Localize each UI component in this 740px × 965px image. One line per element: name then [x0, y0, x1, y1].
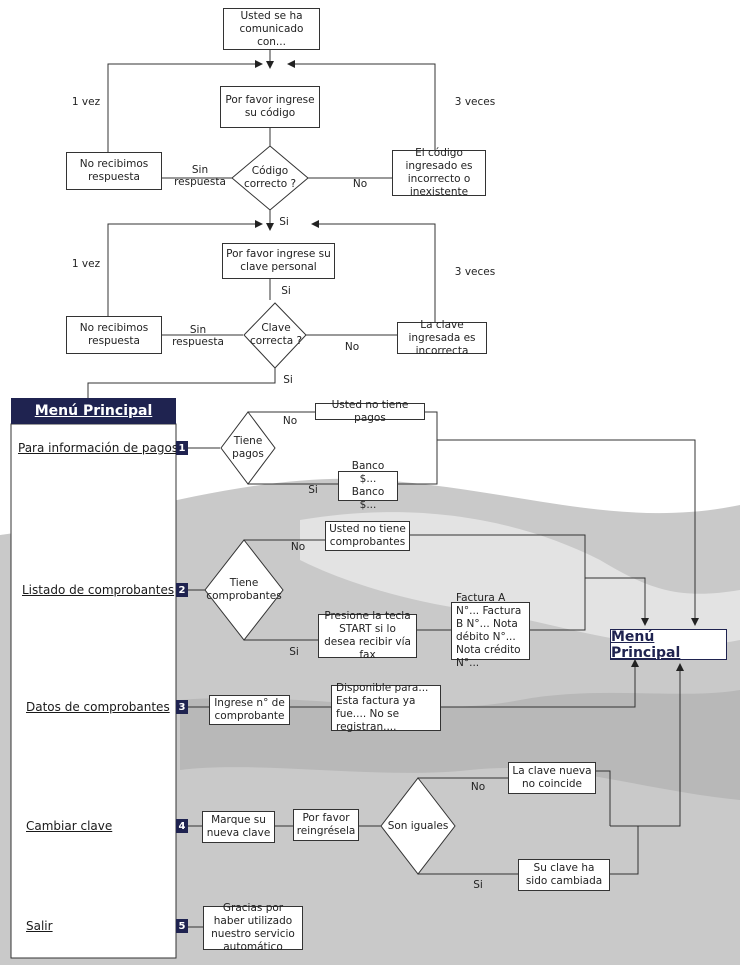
thrice-label-2: 3 veces	[454, 266, 496, 278]
no-label-1: No	[352, 178, 368, 190]
no-response-box-2: No recibimos respuesta	[66, 316, 162, 354]
menu-principal-right[interactable]: Menú Principal	[610, 629, 727, 661]
si-label-2: Si	[281, 285, 291, 297]
si-label-1: Si	[279, 216, 289, 228]
key-wrong-text: La clave ingresada es incorrecta	[408, 318, 476, 357]
cambiar-changed-text: Su clave ha sido cambiada	[525, 862, 603, 887]
cambiar-reingrese-box: Por favor reingrésela	[293, 809, 359, 841]
cambiar-marque-text: Marque su nueva clave	[206, 814, 271, 839]
si-label-3: Si	[283, 374, 293, 386]
diamond-iguales	[380, 777, 456, 875]
diamond-listado	[204, 539, 284, 641]
menu-num-4: 4	[176, 819, 188, 833]
datos-result-box: Disponible para... Esta factura ya fue..…	[331, 682, 441, 733]
datos-result-text: Disponible para... Esta factura ya fue..…	[336, 682, 429, 733]
key-diamond-label: Clave correcta ?	[249, 322, 303, 347]
thrice-label-1: 3 veces	[454, 96, 496, 108]
datos-ingrese-text: Ingrese n° de comprobante	[214, 697, 285, 722]
salir-message-box: Gracias por haber utilizado nuestro serv…	[203, 902, 303, 953]
enter-code-text: Por favor ingrese su código	[225, 94, 315, 119]
no-response-box-1: No recibimos respuesta	[66, 152, 162, 190]
pagos-si-text: Banco $... Banco $...	[351, 460, 385, 511]
menu-num-3: 3	[176, 700, 188, 714]
menu-item-datos[interactable]: Datos de comprobantes	[26, 700, 170, 714]
listado-no-box: Usted no tiene comprobantes	[325, 521, 410, 551]
pagos-diamond-label: Tiene pagos	[232, 435, 264, 460]
once-label-1: 1 vez	[71, 96, 101, 108]
menu-num-2: 2	[176, 583, 188, 597]
diamond-key	[243, 302, 307, 369]
listado-no-label: No	[290, 541, 306, 553]
pagos-no-label: No	[282, 415, 298, 427]
menu-num-1: 1	[176, 441, 188, 455]
sin-respuesta-label-2: Sin respuesta	[172, 324, 224, 348]
listado-press-box: Presione la tecla START si lo desea reci…	[318, 610, 417, 661]
code-wrong-box: El código ingresado es incorrecto o inex…	[392, 147, 486, 198]
start-box: Usted se ha comunicado con...	[223, 8, 320, 50]
menu-num-5: 5	[176, 919, 188, 933]
menu-item-listado[interactable]: Listado de comprobantes	[22, 583, 175, 597]
pagos-no-text: Usted no tiene pagos	[331, 398, 409, 424]
once-label-2: 1 vez	[71, 258, 101, 270]
diamond-pagos	[220, 411, 276, 485]
code-diamond-label: Código correcto ?	[243, 165, 297, 190]
enter-code-box: Por favor ingrese su código	[220, 86, 320, 128]
menu-item-salir[interactable]: Salir	[26, 919, 53, 933]
listado-diamond-label: Tiene comprobantes	[206, 577, 282, 602]
menu-title: Menú Principal	[11, 398, 176, 424]
cambiar-si-label: Si	[473, 879, 483, 891]
sin-respuesta-label-1: Sin respuesta	[174, 164, 226, 188]
gray-background-light	[300, 512, 740, 646]
listado-press-text: Presione la tecla START si lo desea reci…	[324, 610, 411, 661]
listado-list-box: Factura A N°... Factura B N°... Nota déb…	[451, 592, 530, 669]
diamond-code	[231, 145, 309, 211]
enter-key-text: Por favor ingrese su clave personal	[226, 248, 331, 273]
enter-key-box: Por favor ingrese su clave personal	[222, 243, 335, 279]
no-label-2: No	[344, 341, 360, 353]
menu-item-cambiar[interactable]: Cambiar clave	[26, 819, 113, 833]
start-text: Usted se ha comunicado con...	[239, 9, 304, 48]
key-wrong-box: La clave ingresada es incorrecta	[397, 319, 487, 357]
code-wrong-text: El código ingresado es incorrecto o inex…	[405, 147, 473, 198]
listado-si-label: Si	[289, 646, 299, 658]
cambiar-changed-box: Su clave ha sido cambiada	[518, 859, 610, 891]
cambiar-mismatch-box: La clave nueva no coincide	[508, 762, 596, 794]
cambiar-no-label: No	[470, 781, 486, 793]
cambiar-mismatch-text: La clave nueva no coincide	[512, 765, 592, 790]
pagos-no-box: Usted no tiene pagos	[315, 399, 425, 424]
menu-item-pagos[interactable]: Para información de pagos	[18, 441, 179, 455]
no-response-text-2: No recibimos respuesta	[79, 322, 149, 347]
pagos-si-box: Banco $... Banco $...	[338, 460, 398, 511]
gray-background-dark	[180, 690, 740, 800]
salir-message-text: Gracias por haber utilizado nuestro serv…	[211, 902, 295, 953]
listado-no-text: Usted no tiene comprobantes	[329, 523, 406, 548]
listado-list-text: Factura A N°... Factura B N°... Nota déb…	[456, 592, 522, 669]
no-response-text-1: No recibimos respuesta	[79, 158, 149, 183]
datos-ingrese-box: Ingrese n° de comprobante	[209, 695, 290, 725]
cambiar-diamond-label: Son iguales	[387, 819, 449, 832]
cambiar-reingrese-text: Por favor reingrésela	[296, 812, 356, 837]
pagos-si-label: Si	[308, 484, 318, 496]
cambiar-marque-box: Marque su nueva clave	[202, 811, 275, 843]
